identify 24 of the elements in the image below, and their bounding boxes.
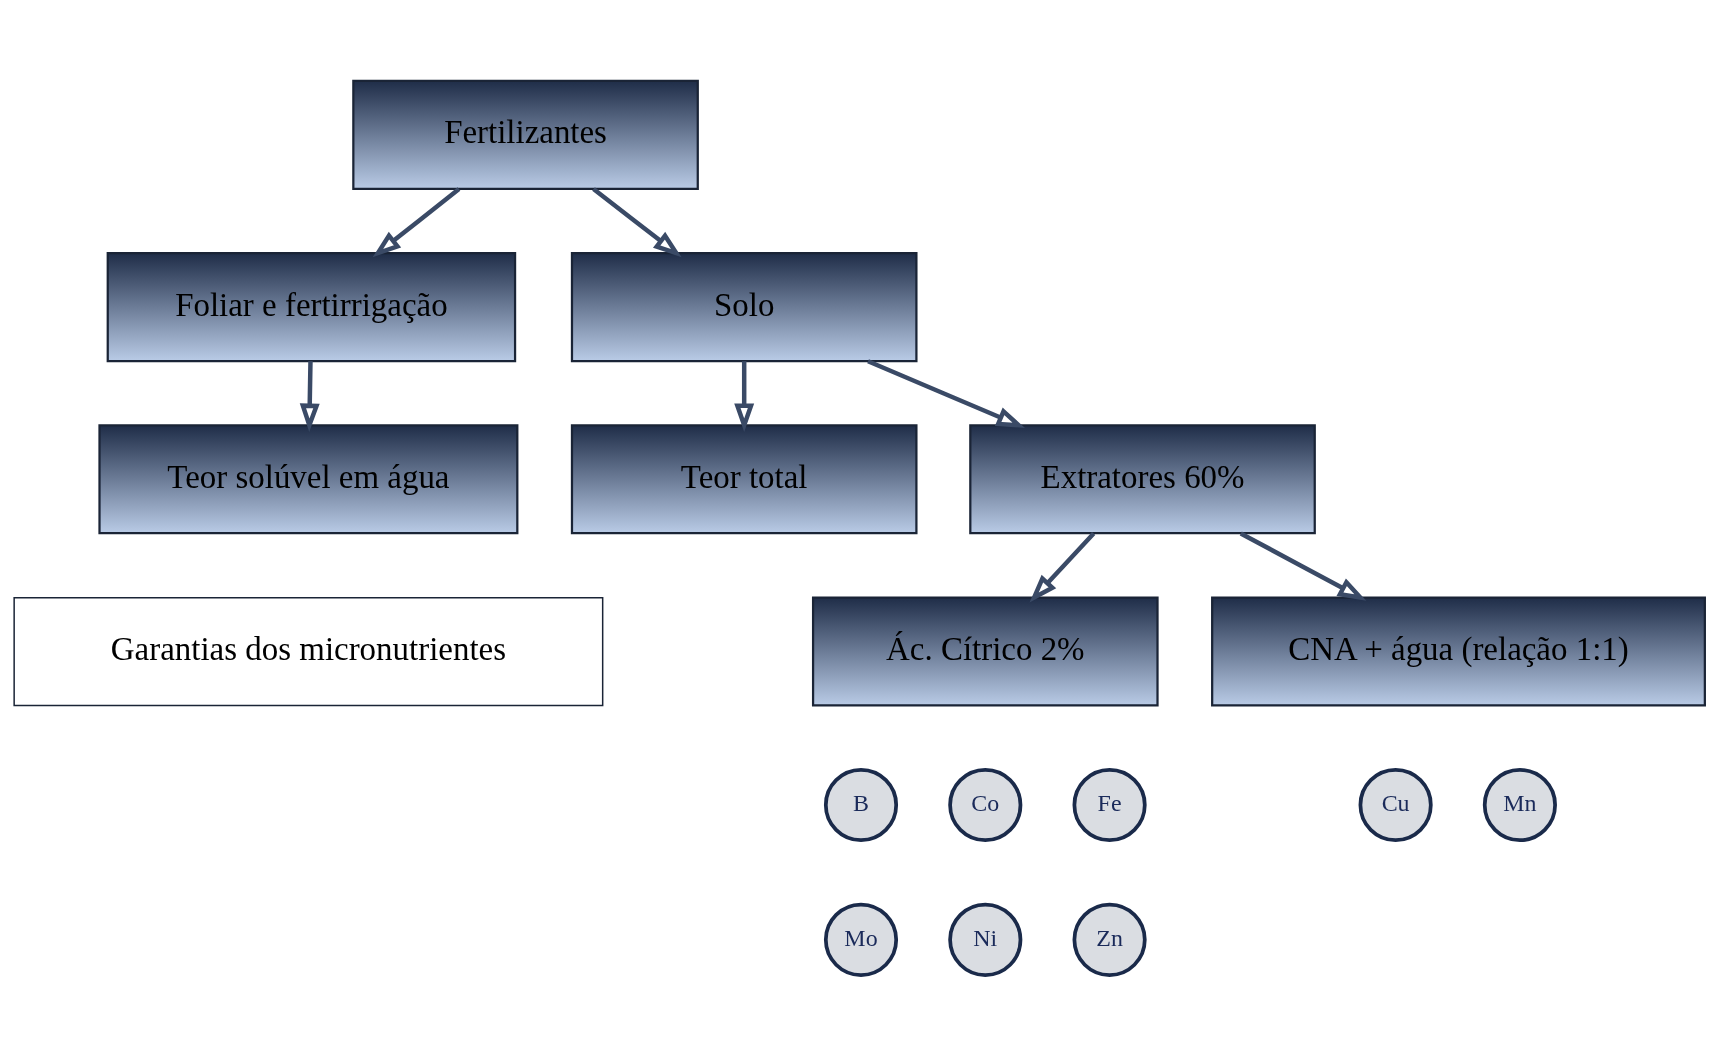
node-box: Fertilizantes	[352, 79, 699, 190]
node-box: Teor total	[570, 423, 918, 534]
arrow	[299, 360, 320, 432]
arrow	[592, 186, 682, 257]
node-circle: Mn	[1482, 767, 1557, 842]
arrow	[1239, 530, 1367, 601]
arrow	[867, 358, 1025, 428]
node-box: Extratores 60%	[969, 423, 1316, 534]
node-box: Foliar e fertirrigação	[106, 251, 517, 362]
node-box: Garantias dos micronutrientes	[13, 596, 604, 706]
node-circle: Co	[948, 767, 1023, 842]
arrow	[734, 360, 755, 432]
node-box: Teor solúvel em água	[98, 423, 519, 534]
arrow	[372, 186, 461, 257]
node-circle: Mo	[823, 902, 899, 977]
node-box: Solo	[570, 251, 918, 362]
node-circle: B	[823, 767, 899, 842]
node-box: Ác. Cítrico 2%	[811, 596, 1159, 707]
node-circle: Ni	[948, 902, 1023, 977]
arrow	[1029, 531, 1096, 602]
node-circle: Cu	[1358, 767, 1433, 842]
node-circle: Fe	[1072, 767, 1147, 842]
node-circle: Zn	[1072, 902, 1147, 977]
node-box: CNA + água (relação 1:1)	[1211, 596, 1706, 707]
